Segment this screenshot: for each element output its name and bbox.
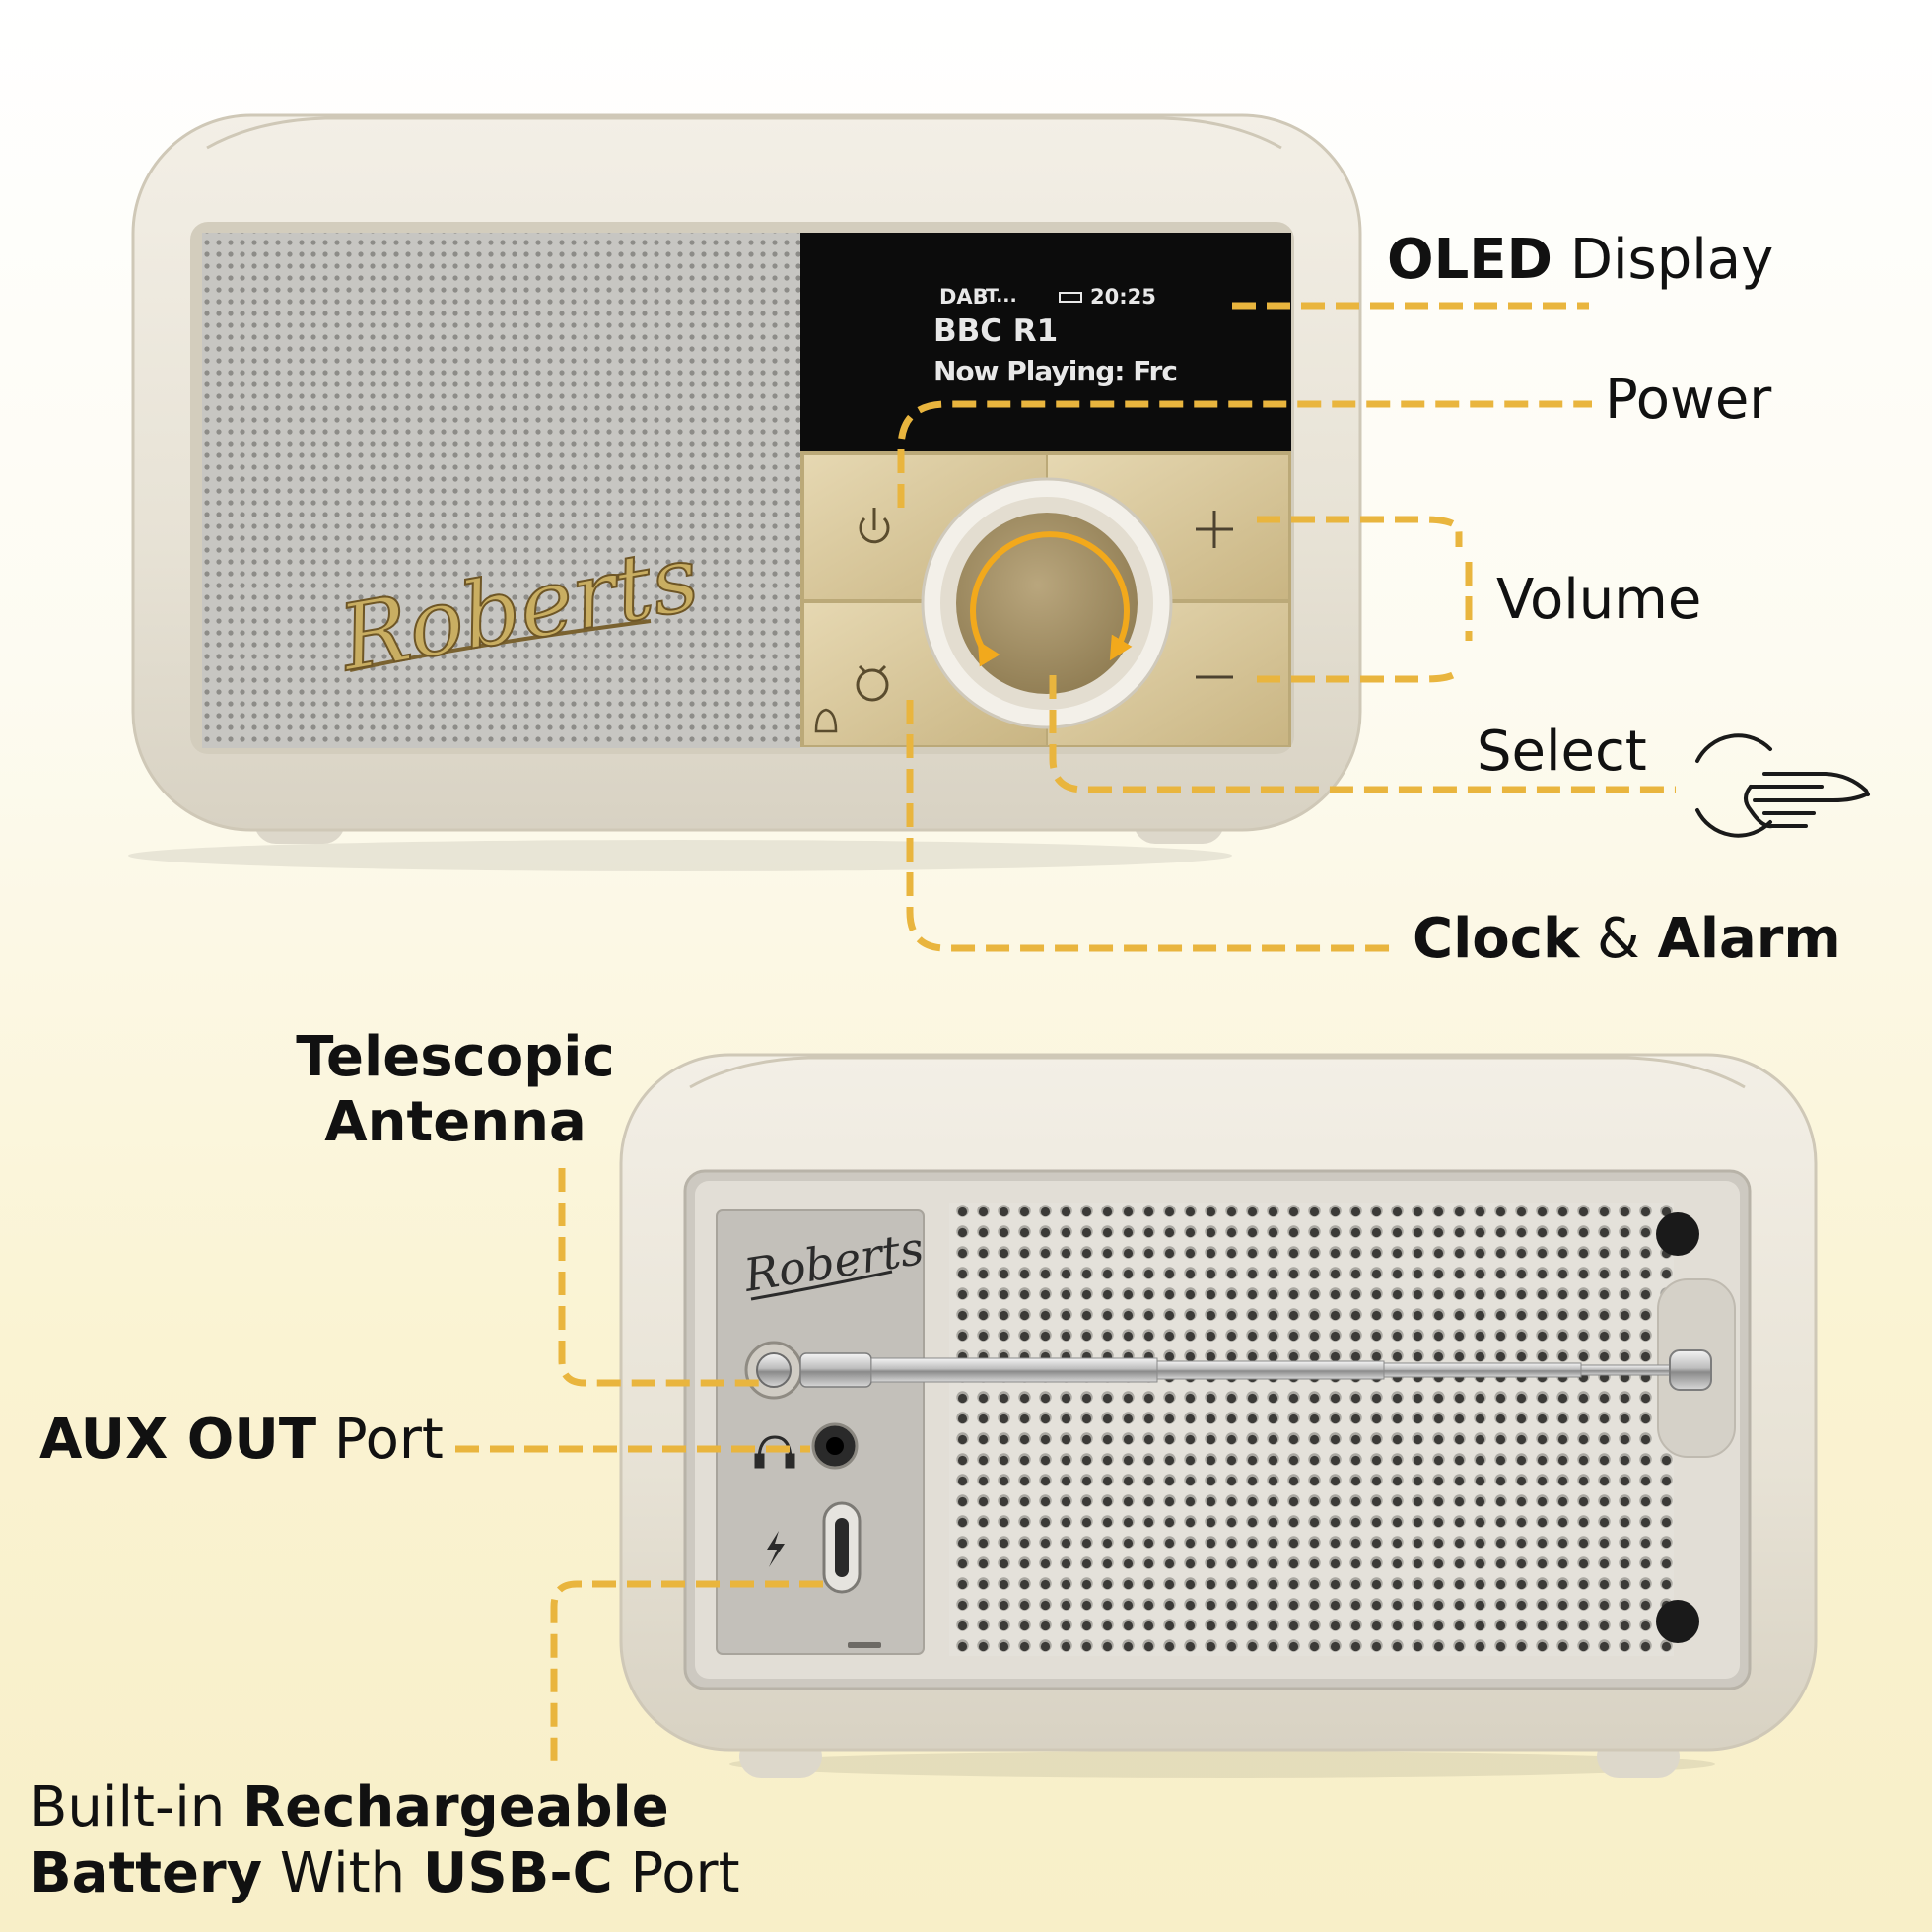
leader-select (1049, 675, 1676, 794)
back-speaker-holes (949, 1203, 1674, 1656)
callout-battery-l1-bold: Rechargeable (242, 1775, 669, 1839)
plus-icon (1196, 511, 1233, 548)
callout-battery: Built-in Rechargeable Battery With USB-C… (30, 1774, 740, 1906)
oled-time: 20:25 (1090, 285, 1156, 309)
callout-power-text: Power (1605, 368, 1772, 432)
back-mount-hole-bottom (1656, 1600, 1699, 1643)
leader-antenna (558, 1168, 769, 1387)
callout-clock-alarm: Clock & Alarm (1413, 907, 1841, 971)
oled-station: BBC R1 (933, 313, 1059, 349)
back-mount-hole-top (1656, 1212, 1699, 1256)
callout-oled-rest: Display (1552, 228, 1774, 292)
pointing-hand-icon (1695, 733, 1870, 838)
callout-telescopic-antenna: Telescopic Antenna (288, 1025, 623, 1155)
leader-clock-alarm (906, 700, 1398, 952)
oled-status-mode: DAB (939, 285, 989, 309)
callout-battery-l2-reg1: With (262, 1841, 423, 1906)
leader-battery (550, 1580, 823, 1769)
callout-oled-display: OLED Display (1387, 228, 1774, 292)
callout-clock-bold: Clock (1413, 907, 1580, 971)
callout-aux-out: AUX OUT Port (39, 1408, 444, 1472)
callout-battery-l2-reg2: Port (612, 1841, 740, 1906)
rotate-arrow-icon (970, 531, 1133, 667)
front-oled-display (800, 233, 1291, 451)
callout-antenna-line1: Telescopic (296, 1025, 615, 1089)
callout-aux-bold: AUX OUT (39, 1408, 317, 1472)
oled-signal: T... (986, 285, 1017, 307)
front-speaker-grille (202, 233, 800, 748)
callout-aux-rest: Port (316, 1408, 444, 1472)
usb-c-port[interactable] (822, 1501, 862, 1594)
telescopic-antenna[interactable] (744, 1341, 1712, 1400)
callout-select-text: Select (1477, 720, 1647, 784)
leader-lines (455, 302, 1676, 1769)
back-radio: Roberts (619, 1053, 1818, 1778)
oled-dls-text: Now Playing: Frc (933, 355, 1178, 387)
callout-battery-l2-bold1: Battery (30, 1841, 263, 1906)
leader-volume-down (1257, 666, 1463, 683)
bell-icon (814, 708, 838, 733)
callout-oled-bold: OLED (1387, 228, 1553, 292)
battery-icon (1059, 292, 1082, 303)
callout-volume: Volume (1496, 568, 1702, 632)
aux-out-jack[interactable] (811, 1422, 859, 1470)
callout-select: Select (1477, 720, 1647, 784)
callout-battery-l2-bold2: USB-C (422, 1841, 613, 1906)
lightning-icon (767, 1531, 785, 1567)
leader-volume-up (1257, 516, 1463, 547)
select-knob[interactable] (921, 477, 1173, 729)
front-radio: Roberts (128, 113, 1362, 871)
callout-antenna-line2: Antenna (324, 1090, 586, 1155)
callout-volume-text: Volume (1496, 568, 1702, 632)
alarm-clock-icon (856, 664, 889, 702)
callout-alarm-bold: Alarm (1657, 907, 1841, 971)
callout-battery-l1-reg: Built-in (30, 1775, 243, 1839)
callout-power: Power (1605, 368, 1772, 432)
power-icon (859, 508, 890, 544)
callout-clock-mid: & (1579, 907, 1658, 971)
